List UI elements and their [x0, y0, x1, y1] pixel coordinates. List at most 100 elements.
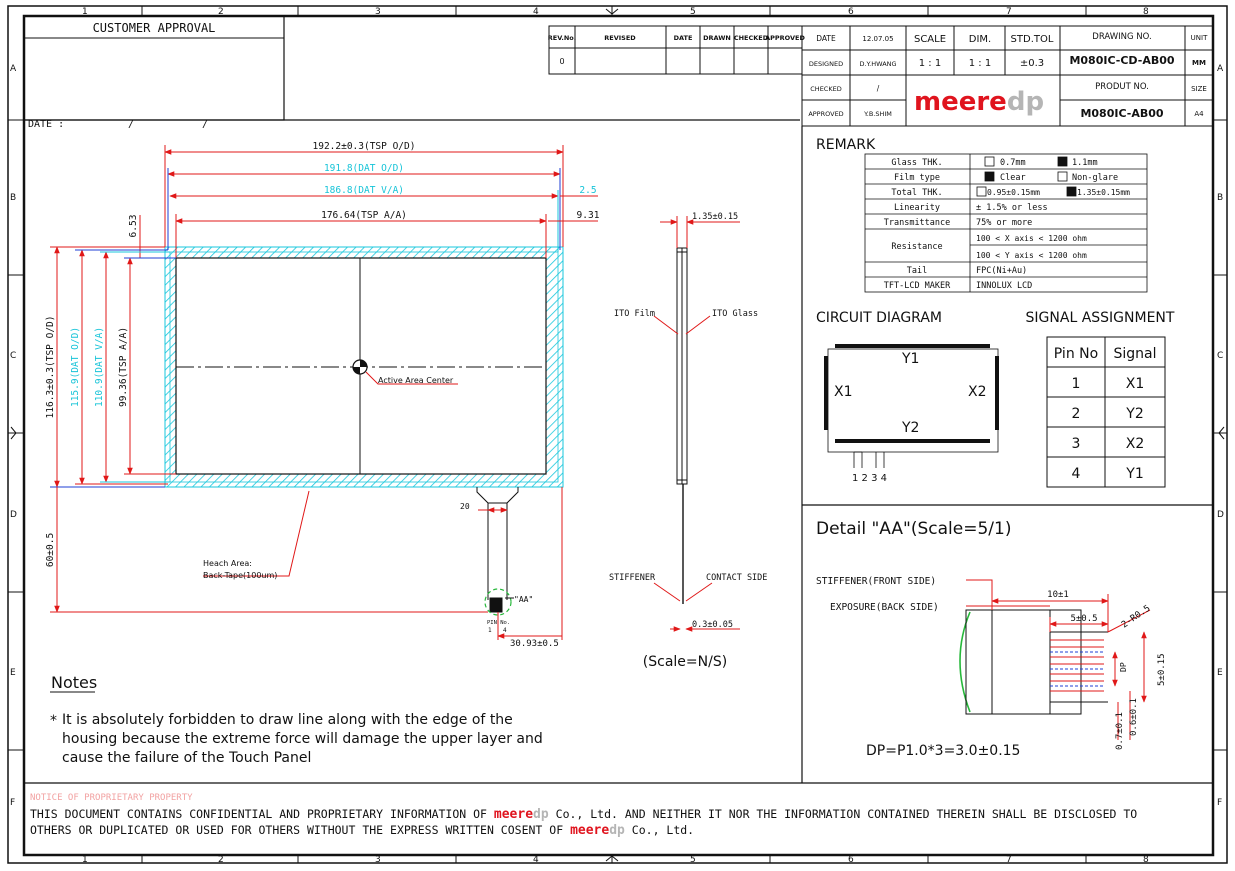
col-label: 2: [218, 7, 224, 17]
dim-top-6-53: 6.53: [128, 215, 139, 238]
dim-h-tsp-od: 116.3±0.3(TSP O/D): [45, 316, 56, 419]
notice-line2b: Co., Ltd.: [632, 823, 694, 837]
width-dimensions: [164, 145, 598, 258]
signal-header: Signal: [1113, 346, 1156, 362]
remark-opt: 1.35±0.15mm: [1077, 188, 1130, 197]
rev-header: DRAWN: [703, 34, 731, 42]
height-dimensions: [50, 215, 488, 613]
svg-text:THIS DOCUMENT CONTAINS CONFIDE: THIS DOCUMENT CONTAINS CONFIDENTIAL AND …: [30, 807, 1137, 822]
detail-dim-07: 0.7±0.1: [1115, 712, 1125, 750]
remark-value: ± 1.5% or less: [976, 203, 1048, 213]
tb-designed-label: DESIGNED: [809, 60, 843, 68]
circuit-drawing: [824, 344, 999, 468]
circuit-x2: X2: [968, 384, 987, 400]
approval-date-label: DATE :: [28, 119, 64, 130]
col-label: 7: [1006, 7, 1012, 17]
detail-drawing: [959, 579, 1151, 740]
notes: Notes * It is absolutely forbidden to dr…: [50, 673, 543, 766]
pin-no-label: PIN No.: [487, 620, 510, 626]
tb-date-value: 12.07.05: [862, 35, 893, 43]
side-view: [653, 216, 740, 632]
dim-tsp-aa: 176.64(TSP A/A): [321, 210, 407, 221]
remark-label: Resistance: [891, 242, 942, 252]
brand-logo-sub: dp: [1007, 87, 1044, 117]
notice-line1b: Co., Ltd. AND NEITHER IT NOR THE INFORMA…: [556, 807, 1138, 821]
dim-dat-od: 191.8(DAT O/D): [324, 163, 404, 174]
detail-dim-r: 2-R0.5: [1120, 604, 1152, 631]
row-label: A: [1217, 64, 1224, 74]
remark-checkboxes: [976, 156, 1077, 197]
col-label: 6: [848, 7, 854, 17]
remark-label: Linearity: [894, 203, 940, 213]
detail-dim-dp: DP: [1119, 662, 1128, 672]
signal-value: X2: [1126, 436, 1145, 452]
notes-bullet: *: [50, 713, 57, 729]
heach-area-callout: Heach Area: Back-Tape(100um): [203, 490, 310, 580]
dim-right-2-5: 2.5: [579, 185, 596, 196]
detail-formula: DP=P1.0*3=3.0±0.15: [866, 743, 1020, 759]
col-label: 3: [375, 855, 381, 865]
row-label: E: [10, 668, 16, 678]
signal-header: Pin No: [1054, 346, 1098, 362]
remark-label: Total THK.: [891, 188, 942, 198]
tb-stdtol-label: STD.TOL: [1011, 34, 1054, 45]
tb-dim-value: 1 : 1: [969, 58, 991, 69]
border-ticks: [8, 6, 1227, 863]
width-dimension-labels: 192.2±0.3(TSP O/D) 191.8(DAT O/D) 186.8(…: [313, 141, 600, 221]
row-label: E: [1217, 668, 1223, 678]
pin-4-label: 4: [503, 627, 507, 634]
dim-tail-width: 20: [460, 502, 470, 511]
tb-designed-value: D.Y.HWANG: [859, 60, 896, 68]
col-label: 1: [82, 855, 88, 865]
brand-logo-main: meere: [914, 87, 1007, 117]
approval-date-sep: /: [128, 119, 134, 130]
stiffener-label: STIFFENER: [609, 573, 656, 583]
side-scale: (Scale=N/S): [643, 654, 727, 670]
detail-dim-06: 0.6±0.1: [1129, 698, 1139, 736]
col-label: 8: [1143, 7, 1149, 17]
rev-header: REV.No.: [548, 34, 576, 42]
circuit-labels: Y1 Y2 X1 X2 1 2 3 4: [834, 351, 987, 484]
remark-opt: 0.7mm: [1000, 158, 1026, 168]
remark-label: TFT-LCD MAKER: [884, 281, 951, 291]
contact-side-label: CONTACT SIDE: [706, 573, 767, 583]
height-dimension-labels: 116.3±0.3(TSP O/D) 115.9(DAT O/D) 110.9(…: [45, 215, 139, 568]
signal-pin: 4: [1072, 466, 1081, 482]
dim-h-dat-od: 115.9(DAT O/D): [70, 327, 81, 407]
row-label: B: [10, 193, 16, 203]
signal-pin: 2: [1072, 406, 1081, 422]
dim-h-tsp-aa: 99.36(TSP A/A): [118, 327, 129, 407]
side-view-labels: 1.35±0.15 ITO Film ITO Glass STIFFENER C…: [609, 212, 767, 670]
circuit-y1: Y1: [901, 351, 919, 367]
remark-label: Transmittance: [884, 218, 951, 228]
tail-thickness: 0.3±0.05: [692, 620, 733, 630]
right-panels-frame: [24, 126, 1213, 784]
signal-pin: 3: [1072, 436, 1081, 452]
signal-pin: 1: [1072, 376, 1081, 392]
rev-header: APPROVED: [765, 34, 805, 42]
svg-text:meeredp: meeredp: [914, 87, 1044, 117]
active-area-center-mark: Active Area Center: [352, 359, 458, 385]
col-label: 2: [218, 855, 224, 865]
remark-value: INNOLUX LCD: [976, 281, 1032, 291]
column-labels-top: 1 2 3 4 5 6 7 8: [82, 7, 1149, 17]
tb-approved-value: Y.B.SHIM: [863, 110, 892, 118]
notice-brand-sub: dp: [609, 823, 625, 838]
heach-area-label: Heach Area:: [203, 559, 252, 568]
tb-scale-value: 1 : 1: [919, 58, 941, 69]
detail-aa-tag: "AA": [514, 595, 533, 604]
circuit-title: CIRCUIT DIAGRAM: [816, 310, 942, 326]
detail-labels: STIFFENER(FRONT SIDE) EXPOSURE(BACK SIDE…: [816, 576, 1167, 759]
tb-product-no-value: M080IC-AB00: [1080, 107, 1163, 120]
tb-unit-label: UNIT: [1191, 34, 1208, 42]
signal-title: SIGNAL ASSIGNMENT: [1026, 310, 1175, 326]
tb-date-label: DATE: [816, 34, 836, 43]
svg-text:OTHERS OR DUPLICATED OR USED F: OTHERS OR DUPLICATED OR USED FOR OTHERS …: [30, 823, 694, 838]
col-label: 4: [533, 7, 539, 17]
heach-area-label-2: Back-Tape(100um): [203, 571, 277, 580]
dim-tsp-od: 192.2±0.3(TSP O/D): [313, 141, 416, 152]
column-labels-bottom: 1 2 3 4 5 6 7 8: [82, 855, 1149, 865]
remark-table: [864, 153, 1148, 293]
tb-checked-value: /: [877, 84, 880, 93]
signal-value: Y1: [1125, 466, 1143, 482]
